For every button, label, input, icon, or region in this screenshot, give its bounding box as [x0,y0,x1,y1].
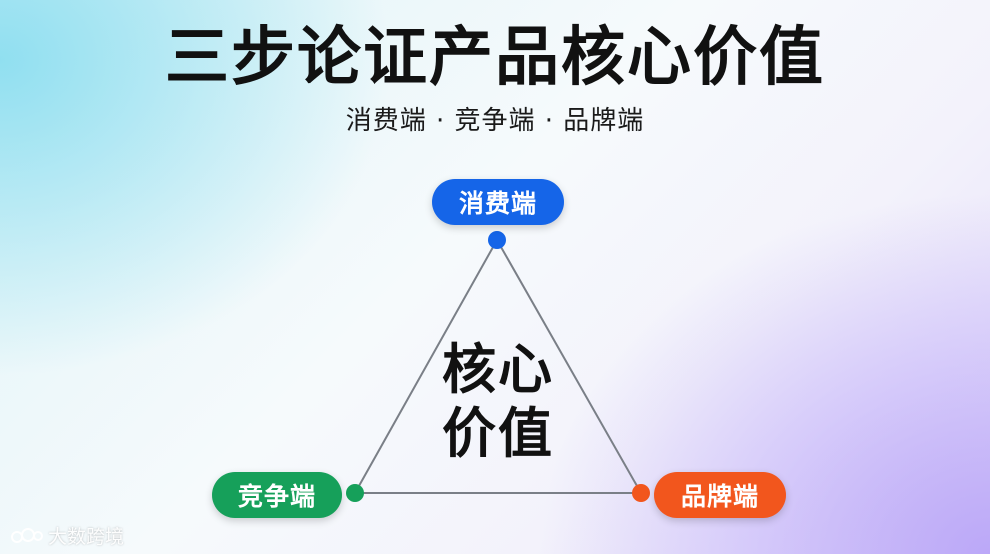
triangle-outline [353,237,643,494]
node-label-right-text: 品牌端 [680,482,759,511]
node-label-top: 消费端 [432,179,564,225]
center-label: 核心 价值 [418,338,578,466]
node-label-right: 品牌端 [654,472,786,518]
node-dot-top [488,231,506,249]
page-title: 三步论证产品核心价值 [165,21,825,95]
page-subtitle: 消费端 · 竞争端 · 品牌端 [345,106,645,136]
watermark-text: 大数跨境 [48,526,125,548]
node-dot-left [346,484,364,502]
watermark-logo-icon [11,527,43,543]
center-label-line2: 价值 [442,402,554,465]
node-label-left-text: 竞争端 [237,482,316,511]
node-dot-right [632,484,650,502]
watermark: 大数跨境 [10,522,124,549]
center-label-line1: 核心 [442,338,554,401]
node-label-left: 竞争端 [212,472,342,518]
node-label-top-text: 消费端 [458,189,537,218]
